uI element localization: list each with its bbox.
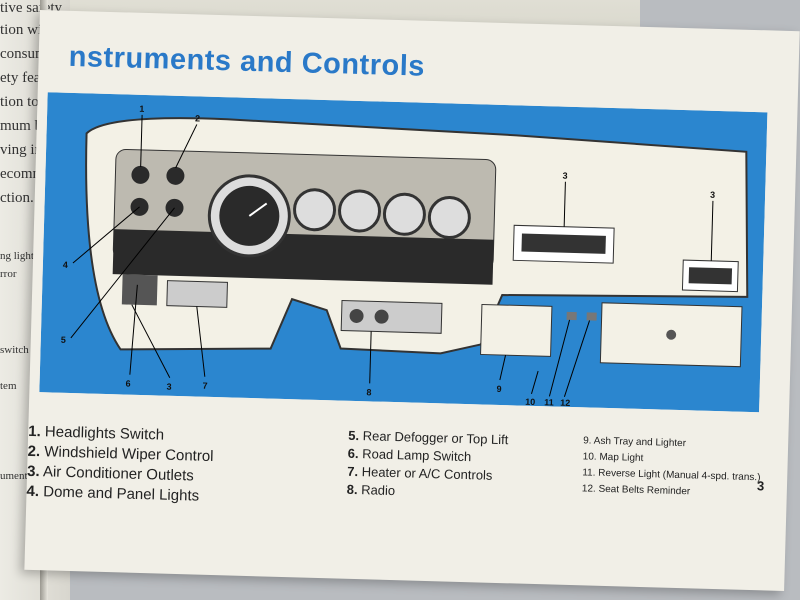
legend-num: 11. [582, 467, 596, 479]
seat-belts-indicator [586, 312, 597, 321]
legend-text: Radio [360, 482, 396, 499]
legend-num: 4. [26, 482, 40, 501]
legend-num: 12. [581, 483, 596, 495]
left-fragment: switch [0, 344, 29, 356]
heater-ac-controls [166, 280, 228, 308]
left-fragment: ction. [0, 190, 34, 206]
dashboard-illustration: 1 2 3 3 4 5 6 3 7 8 9 10 11 12 [39, 92, 768, 413]
legend-text: Air Conditioner Outlets [42, 463, 195, 485]
wiper-control [166, 166, 185, 185]
callout-line [175, 124, 198, 169]
legend-text: Map Light [599, 451, 644, 465]
callout-number: 4 [63, 260, 68, 270]
legend-num: 7. [347, 463, 359, 480]
page-number: 3 [756, 478, 765, 494]
legend-num: 5. [348, 427, 360, 444]
legend-num: 3. [26, 462, 40, 481]
left-fragment: tem [0, 380, 17, 392]
callout-number: 6 [125, 379, 130, 389]
callout-line [530, 370, 539, 395]
legend-text: Seat Belts Reminder [598, 483, 691, 498]
callout-number: 5 [61, 335, 66, 345]
gauge [427, 196, 471, 240]
callout-line [196, 306, 206, 377]
legend-num: 2. [27, 442, 41, 461]
callout-line [563, 320, 591, 397]
callout-line [548, 319, 571, 397]
legend-column-1: 1. Headlights Switch 2. Windshield Wiper… [26, 422, 214, 507]
legend-num: 1. [27, 422, 41, 441]
radio-knob [349, 308, 364, 323]
legend-num: 6. [347, 445, 359, 462]
callout-number: 10 [525, 397, 535, 407]
gauge [338, 189, 382, 233]
page-title: nstruments and Controls [68, 40, 426, 83]
callout-number: 3 [710, 190, 715, 200]
callout-line [131, 304, 171, 378]
ac-outlet-right-vent [688, 267, 733, 285]
callout-number: 12 [560, 398, 570, 408]
gauge [382, 192, 426, 236]
ac-outlet-center-vent [521, 233, 606, 254]
legend-num: 8. [346, 481, 358, 498]
callout-number: 3 [166, 382, 171, 392]
callout-number: 7 [202, 381, 207, 391]
callout-line [140, 114, 143, 167]
ash-tray-lighter [480, 303, 553, 357]
legend-text: Heater or A/C Controls [361, 464, 493, 483]
callout-line [70, 207, 175, 339]
glove-box-lock [666, 329, 677, 340]
callout-number: 3 [562, 171, 567, 181]
radio [340, 300, 443, 334]
legend-num: 10. [582, 451, 597, 463]
callout-number: 9 [496, 384, 501, 394]
radio-knob [374, 309, 389, 324]
ac-outlet-left [121, 274, 158, 306]
callout-number: 2 [195, 113, 200, 123]
gauge [293, 188, 337, 232]
legend-item: 4. Dome and Panel Lights [26, 482, 212, 507]
legend-num: 9. [583, 435, 592, 447]
left-fragment: ument [0, 470, 28, 482]
callout-number: 8 [366, 387, 371, 397]
left-fragment: ng light [0, 250, 34, 262]
callout-line [563, 181, 566, 227]
legend-text: Road Lamp Switch [361, 446, 472, 465]
callout-line [710, 200, 714, 261]
legend-text: Windshield Wiper Control [44, 443, 214, 466]
left-fragment: rror [0, 268, 17, 280]
callout-line [72, 206, 140, 264]
headlights-switch [131, 165, 150, 184]
legend-text: Dome and Panel Lights [42, 483, 200, 505]
callout-line [499, 355, 507, 381]
legend-text: Reverse Light (Manual 4-spd. trans.) [598, 467, 761, 484]
callout-line [129, 284, 138, 375]
callout-number: 1 [139, 104, 144, 114]
legend-column-2: 5. Rear Defogger or Top Lift 6. Road Lam… [346, 427, 509, 503]
legend-column-3: 9. Ash Tray and Lighter 10. Map Light 11… [582, 433, 762, 502]
legend-text: Headlights Switch [44, 423, 165, 444]
manual-page: nstruments and Controls [24, 10, 800, 592]
callout-number: 11 [544, 397, 554, 407]
callout-line [369, 331, 372, 384]
legend-text: Ash Tray and Lighter [593, 435, 687, 450]
speedometer-needle [248, 202, 268, 217]
legend-text: Rear Defogger or Top Lift [362, 428, 509, 448]
cluster-lower-strip [112, 229, 494, 285]
reverse-light-indicator [566, 311, 577, 321]
